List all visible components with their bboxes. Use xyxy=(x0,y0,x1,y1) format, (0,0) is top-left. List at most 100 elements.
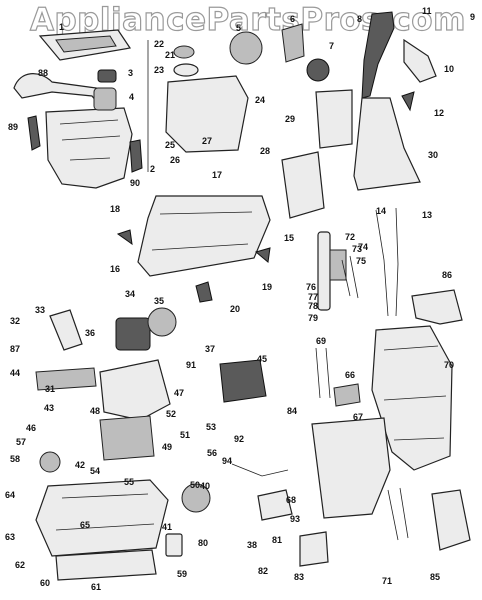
callout-11: 11 xyxy=(422,6,432,16)
callout-26: 26 xyxy=(170,155,180,165)
callout-76: 76 xyxy=(306,282,316,292)
callout-82: 82 xyxy=(258,566,268,576)
cap-5-part xyxy=(229,31,263,65)
callout-8: 8 xyxy=(357,14,362,24)
callout-50: 50 xyxy=(190,480,200,490)
manifold-93-part xyxy=(257,489,293,521)
callout-53: 53 xyxy=(206,422,216,432)
callout-94: 94 xyxy=(222,456,232,466)
callout-66: 66 xyxy=(345,370,355,380)
filter-3-4-part xyxy=(93,69,117,111)
callout-47: 47 xyxy=(174,388,184,398)
callout-34: 34 xyxy=(125,289,135,299)
callout-7: 7 xyxy=(329,41,334,51)
callout-59: 59 xyxy=(177,569,187,579)
panel-28-part xyxy=(281,151,325,219)
callout-20: 20 xyxy=(230,304,240,314)
callout-79: 79 xyxy=(308,313,318,323)
callout-19: 19 xyxy=(262,282,272,292)
callout-73: 73 xyxy=(352,244,362,254)
callout-42: 42 xyxy=(75,460,85,470)
callout-40: 40 xyxy=(200,481,210,491)
callout-18: 18 xyxy=(110,204,120,214)
callout-62: 62 xyxy=(15,560,25,570)
callout-4: 4 xyxy=(129,92,134,102)
callout-9: 9 xyxy=(470,12,475,22)
clean-tank-part xyxy=(165,45,249,153)
callout-41: 41 xyxy=(162,522,172,532)
callout-83: 83 xyxy=(294,572,304,582)
callout-88: 88 xyxy=(38,68,48,78)
callout-15: 15 xyxy=(284,233,294,243)
callout-17: 17 xyxy=(212,170,222,180)
callout-45: 45 xyxy=(257,354,267,364)
latch-89-part xyxy=(27,115,41,151)
callout-93: 93 xyxy=(290,514,300,524)
brushroll-31-part xyxy=(35,367,97,391)
nozzle-clip-15-part xyxy=(254,247,271,263)
pump-assembly-part xyxy=(317,231,359,311)
callout-77: 77 xyxy=(308,292,318,302)
cover-29-part xyxy=(315,89,353,149)
callout-22: 22 xyxy=(154,39,164,49)
callout-69: 69 xyxy=(316,336,326,346)
callout-64: 64 xyxy=(5,490,15,500)
callout-14: 14 xyxy=(376,206,386,216)
callout-75: 75 xyxy=(356,256,366,266)
callout-35: 35 xyxy=(154,296,164,306)
bracket-85-part xyxy=(431,489,471,551)
callout-89: 89 xyxy=(8,122,18,132)
clip-12-part xyxy=(401,91,415,112)
callout-31: 31 xyxy=(45,384,55,394)
callout-90: 90 xyxy=(130,178,140,188)
callout-65: 65 xyxy=(80,520,90,530)
callout-23: 23 xyxy=(154,65,164,75)
belt-33-part xyxy=(49,309,83,351)
callout-48: 48 xyxy=(90,406,100,416)
callout-78: 78 xyxy=(308,301,318,311)
tank-lid-part xyxy=(38,29,132,61)
base-housing-part xyxy=(35,479,169,581)
valve-6-part xyxy=(281,23,305,63)
callout-21: 21 xyxy=(165,50,175,60)
callout-5: 5 xyxy=(236,23,241,33)
sensor-66-part xyxy=(333,383,361,407)
callout-44: 44 xyxy=(10,368,20,378)
nozzle-clip-16-part xyxy=(116,229,133,246)
callout-58: 58 xyxy=(10,454,20,464)
callout-12: 12 xyxy=(434,108,444,118)
callout-70: 70 xyxy=(444,360,454,370)
callout-61: 61 xyxy=(91,582,101,592)
nozzle-part xyxy=(137,195,271,277)
callout-84: 84 xyxy=(287,406,297,416)
callout-6: 6 xyxy=(290,14,295,24)
callout-67: 67 xyxy=(353,412,363,422)
tank-body-part xyxy=(45,107,133,189)
recovery-tank-part xyxy=(311,325,453,519)
callout-87: 87 xyxy=(10,344,20,354)
callout-91: 91 xyxy=(186,360,196,370)
upper-handle-part xyxy=(353,11,437,191)
callout-37: 37 xyxy=(205,344,215,354)
callout-46: 46 xyxy=(26,423,36,433)
callout-85: 85 xyxy=(430,572,440,582)
callout-32: 32 xyxy=(10,316,20,326)
callout-25: 25 xyxy=(165,140,175,150)
brush-assembly-part xyxy=(219,359,267,403)
wheel-50-part xyxy=(181,483,211,513)
callout-92: 92 xyxy=(234,434,244,444)
callout-24: 24 xyxy=(255,95,265,105)
callout-30: 30 xyxy=(428,150,438,160)
callout-63: 63 xyxy=(5,532,15,542)
callout-43: 43 xyxy=(44,403,54,413)
callout-60: 60 xyxy=(40,578,50,588)
callout-33: 33 xyxy=(35,305,45,315)
callout-56: 56 xyxy=(207,448,217,458)
hose-14-part xyxy=(395,207,399,317)
gear-7-part xyxy=(306,58,330,82)
tank-83-part xyxy=(299,531,329,567)
callout-57: 57 xyxy=(16,437,26,447)
callout-86: 86 xyxy=(442,270,452,280)
